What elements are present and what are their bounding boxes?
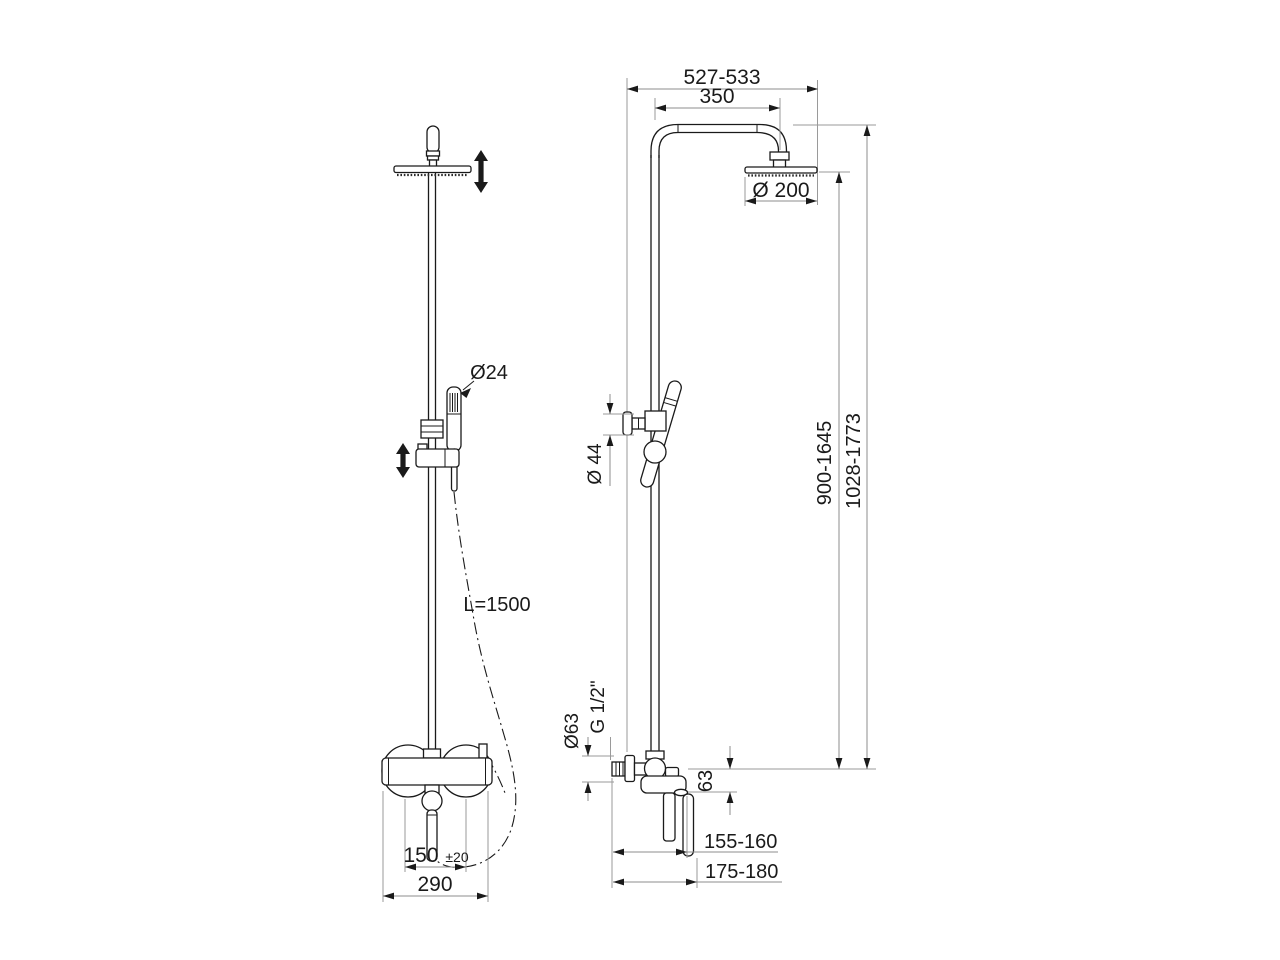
escutcheon-diameter-label: Ø63 bbox=[562, 713, 583, 749]
slide-adjust-arrow-icon bbox=[396, 443, 410, 478]
valve-body-side bbox=[640, 775, 687, 794]
dim-inlet-spacing: 150 ±20 bbox=[403, 799, 469, 872]
spout-side bbox=[662, 792, 676, 842]
knob-diameter-label: Ø 44 bbox=[585, 443, 606, 485]
dim-total-depth: 527-533 bbox=[627, 66, 818, 93]
inlet-tolerance-label: ±20 bbox=[445, 849, 468, 865]
lever-handle bbox=[682, 793, 695, 857]
hand-shower-holder bbox=[415, 443, 460, 468]
overhead-shower-side bbox=[744, 166, 818, 177]
total-depth-label: 527-533 bbox=[683, 66, 760, 89]
dim-body-width: 290 bbox=[382, 791, 489, 902]
inlet-spacing-label: 150 bbox=[403, 844, 438, 867]
mixer-valve-front bbox=[381, 743, 493, 862]
mixer-valve-side bbox=[611, 750, 695, 857]
slider-collar-front bbox=[420, 419, 444, 439]
head-diameter-label: Ø 200 bbox=[752, 179, 809, 202]
hose-length-label: L=1500 bbox=[463, 594, 530, 616]
height-to-head-label: 900-1645 bbox=[814, 421, 836, 506]
spout-drop-label: 63 bbox=[695, 770, 717, 792]
dim-total-height: 1028-1773 bbox=[843, 125, 871, 769]
spout-reach-label: 155-160 bbox=[704, 831, 777, 853]
wall-escutcheon bbox=[624, 754, 636, 783]
dim-escutcheon-diameter: Ø63 bbox=[562, 713, 614, 801]
handshower-diameter-label: Ø24 bbox=[470, 362, 508, 384]
hand-shower-front bbox=[446, 386, 462, 492]
dim-handshower-diameter: Ø24 bbox=[460, 362, 508, 398]
dim-arm-reach: 350 bbox=[654, 85, 781, 150]
holder-ball-joint bbox=[643, 440, 667, 464]
hose-centerline bbox=[435, 491, 517, 869]
overhead-shower-front bbox=[393, 165, 472, 177]
dim-spout-drop: 63 bbox=[695, 746, 734, 815]
body-width-label: 290 bbox=[417, 873, 452, 896]
height-adjust-arrow-icon bbox=[474, 150, 488, 193]
dim-knob-diameter: Ø 44 bbox=[585, 394, 634, 486]
arm-reach-label: 350 bbox=[699, 85, 734, 108]
dim-handle-reach: 175-180 bbox=[613, 858, 782, 888]
connection-thread-label: G 1/2" bbox=[588, 680, 609, 733]
dim-connection-thread: G 1/2" bbox=[588, 680, 611, 760]
slider-knob bbox=[622, 411, 633, 436]
handle-reach-label: 175-180 bbox=[705, 861, 778, 883]
side-view: 527-533 350 Ø 200 900-1645 bbox=[562, 66, 876, 888]
slider-bracket-side bbox=[644, 410, 667, 432]
total-height-label: 1028-1773 bbox=[843, 413, 865, 509]
hand-shower-side bbox=[622, 380, 682, 488]
shower-arm bbox=[650, 123, 790, 169]
dim-head-diameter: Ø 200 bbox=[744, 177, 817, 206]
dim-height-to-head: 900-1645 bbox=[814, 172, 843, 769]
top-cap bbox=[425, 125, 441, 168]
diverter-knob bbox=[664, 766, 680, 778]
front-view: Ø24 L=1500 bbox=[381, 125, 531, 902]
dim-spout-reach: 155-160 bbox=[611, 778, 778, 888]
